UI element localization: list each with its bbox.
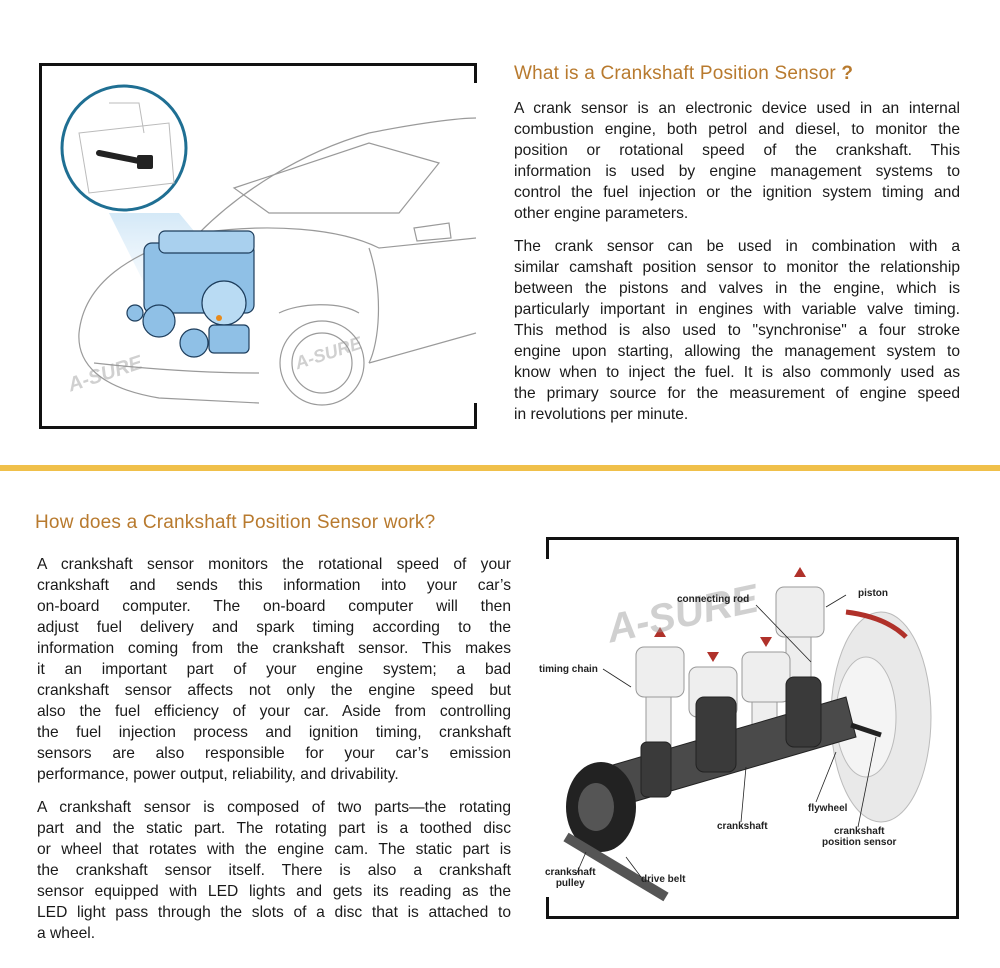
section1-body: A crank sensor is an electronic device u… bbox=[514, 98, 960, 425]
label-sensor-line2: position sensor bbox=[822, 837, 897, 848]
paragraph-line: A crankshaft sensor monitors the rotatio… bbox=[37, 556, 511, 573]
paragraph-line: This method is also used to "synchronise… bbox=[514, 322, 960, 339]
label-sensor-line1: crankshaft bbox=[833, 826, 885, 837]
paragraph-line: similar camshaft position sensor to moni… bbox=[514, 259, 960, 276]
pulley bbox=[566, 762, 636, 852]
paragraph-line: the primary source for the measurement o… bbox=[514, 385, 960, 402]
section-divider bbox=[0, 465, 1000, 471]
label-crankshaft-pulley: crankshaft pulley bbox=[545, 867, 596, 889]
paragraph-line: combustion engine, both petrol and diese… bbox=[514, 121, 960, 138]
paragraph-line: information is used by engine management… bbox=[514, 163, 960, 180]
paragraph-line: particularly important in engines with v… bbox=[514, 301, 960, 318]
section1-heading: What is a Crankshaft Position Sensor ? bbox=[514, 63, 853, 85]
car-engine-illustration bbox=[60, 84, 477, 406]
paragraph-line: A crank sensor is an electronic device u… bbox=[514, 100, 960, 117]
label-drive-belt: drive belt bbox=[641, 874, 686, 885]
paragraph-line: adjust fuel delivery and spark timing ac… bbox=[37, 619, 511, 636]
label-piston: piston bbox=[858, 588, 888, 599]
crankshaft bbox=[605, 676, 857, 808]
paragraph-line: crankshaft sensor affects not only the e… bbox=[37, 682, 511, 699]
label-pulley-line1: crankshaft bbox=[545, 867, 596, 878]
paragraph-line: The crank sensor can be used in combinat… bbox=[514, 238, 960, 255]
paragraph-line: performance, power output, reliability, … bbox=[37, 766, 399, 783]
section2-body: A crankshaft sensor monitors the rotatio… bbox=[37, 554, 511, 944]
paragraph-line: in revolutions per minute. bbox=[514, 406, 689, 423]
label-connecting-rod: connecting rod bbox=[677, 594, 750, 605]
car-illustration-frame: A-SURE A-SURE bbox=[39, 63, 477, 429]
paragraph-line: between the pistons and valves in the en… bbox=[514, 280, 960, 297]
paragraph-line: sensors are also responsible for your ca… bbox=[37, 745, 511, 762]
paragraph-line: control the fuel injection or the igniti… bbox=[514, 184, 960, 201]
label-timing-chain: timing chain bbox=[539, 664, 598, 675]
paragraph-line: other engine parameters. bbox=[514, 205, 689, 222]
flywheel bbox=[830, 611, 932, 823]
crankshaft-illustration bbox=[563, 567, 932, 902]
paragraph-line: also the fuel efficiency of your car. As… bbox=[37, 703, 511, 720]
paragraph-line: know when to inject the fuel. It is also… bbox=[514, 364, 960, 381]
label-flywheel: flywheel bbox=[808, 803, 848, 814]
paragraph-line: crankshaft and sends this information in… bbox=[37, 577, 511, 594]
paragraph-line: on-board computer. The on-board computer… bbox=[37, 598, 511, 615]
label-pulley-line2: pulley bbox=[555, 878, 585, 889]
paragraph-line: the crankshaft sensor itself. There is a… bbox=[37, 862, 511, 879]
paragraph-line: A crankshaft sensor is composed of two p… bbox=[37, 799, 511, 816]
section1-title-mark: ? bbox=[841, 63, 854, 84]
paragraph-line: LED light pass through the slots of a di… bbox=[37, 904, 511, 921]
sensor-icon bbox=[96, 150, 142, 164]
paragraph-line: it an important part of your engine syst… bbox=[37, 661, 511, 678]
paragraph-line: position or rotational speed of the cran… bbox=[514, 142, 960, 159]
engine bbox=[126, 230, 255, 358]
paragraph-line: engine upon starting, allowing the manag… bbox=[514, 343, 960, 360]
crankshaft-diagram-frame: A-SURE connecting rod piston timing chai… bbox=[539, 537, 959, 919]
paragraph-line: part and the static part. The rotating p… bbox=[37, 820, 511, 837]
section2-heading: How does a Crankshaft Position Sensor wo… bbox=[35, 512, 436, 533]
paragraph-line: sensor equipped with LED lights and gets… bbox=[37, 883, 511, 900]
section1-title: What is a Crankshaft Position Sensor bbox=[514, 63, 836, 84]
paragraph-line: the fuel injection process and ignition … bbox=[37, 724, 511, 741]
label-crankshaft-position-sensor: crankshaft position sensor bbox=[822, 826, 896, 848]
paragraph-line: or wheel that rotates with the engine ca… bbox=[37, 841, 511, 858]
paragraph-line: information coming from the crankshaft s… bbox=[37, 640, 511, 657]
sensor-callout-circle bbox=[60, 84, 188, 212]
label-crankshaft: crankshaft bbox=[717, 821, 768, 832]
paragraph-line: a wheel. bbox=[37, 925, 96, 942]
